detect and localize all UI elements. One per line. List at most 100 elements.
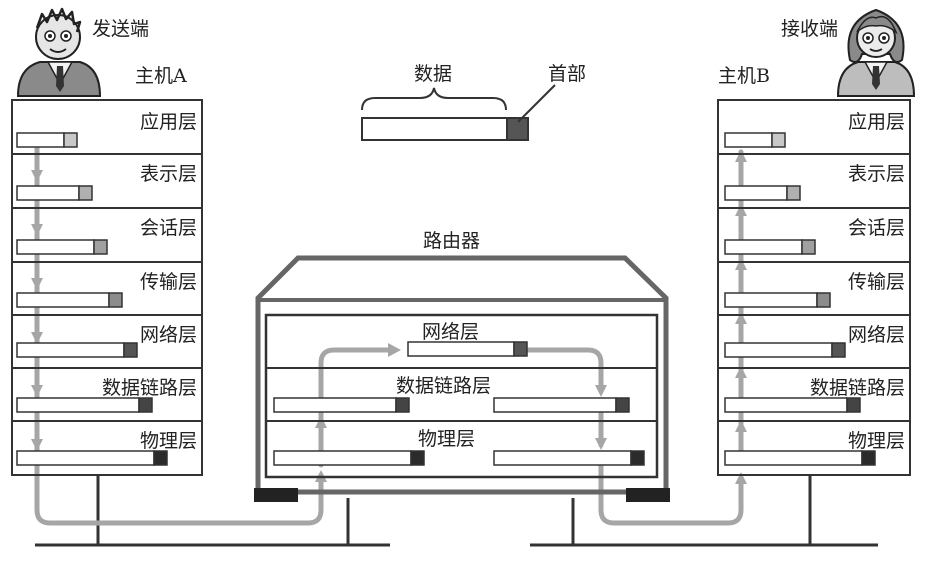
packet-a-5 (16, 342, 125, 358)
legend-header-box (506, 117, 529, 141)
arrow-a-5 (31, 385, 43, 397)
host-b-layer-label: 网络层 (848, 324, 905, 346)
host-b-name: 主机B (718, 65, 770, 87)
arrow-b-1 (735, 420, 747, 432)
flow-arrowheads (31, 150, 747, 484)
sender-pupil (48, 34, 52, 38)
packet-a-6-header (138, 397, 153, 413)
packet-b-7-header (861, 450, 876, 466)
legend-brace (361, 87, 507, 111)
packet-b-2 (724, 185, 788, 201)
arrow-r-down1 (595, 385, 607, 397)
packet-b-6 (724, 397, 848, 413)
receiver-caption: 接收端 (781, 18, 838, 40)
packet-b-5-header (831, 342, 846, 358)
router-layer-label: 物理层 (418, 428, 475, 450)
packet-a-5-header (123, 342, 138, 358)
sender-mouth (49, 48, 67, 53)
packet-a-4-header (108, 292, 123, 308)
host-a-frame (11, 99, 203, 476)
packet-b-4 (724, 292, 818, 308)
packet-a-4 (16, 292, 110, 308)
flow-router-to-b (598, 463, 744, 526)
router-layer-label: 网络层 (422, 321, 479, 343)
host-b-layer-label: 传输层 (848, 271, 905, 293)
packet-a-7-header (153, 450, 168, 466)
router-layer-label: 数据链路层 (396, 375, 491, 397)
arrow-a-3 (31, 278, 43, 290)
router: 路由器 网络层 数据链路层 物理层 (254, 230, 670, 502)
receiver-pupil (882, 36, 886, 40)
host-a-layer-label: 物理层 (140, 430, 197, 452)
router-packet-dl-out (493, 397, 617, 413)
legend-header-label: 首部 (548, 63, 586, 85)
packet-b-1-header (771, 132, 786, 148)
host-b: 应用层 表示层 会话层 传输层 网络层 数据链路层 物理层 主机B (717, 65, 911, 476)
packet-a-3 (16, 239, 95, 255)
arrow-b-2 (735, 366, 747, 378)
arrow-b-in (735, 472, 747, 484)
arrow-a-1 (31, 170, 43, 182)
legend-data-box (361, 117, 508, 141)
legend-header-pointer (517, 84, 556, 123)
host-a-layer-label: 传输层 (140, 271, 197, 293)
router-title: 路由器 (423, 230, 480, 252)
sender-person-icon (16, 7, 102, 97)
host-b-frame (717, 99, 911, 476)
flow-router-across (525, 347, 604, 393)
packet-b-1 (724, 132, 773, 148)
arrow-a-6 (31, 439, 43, 451)
host-b-layer-label: 表示层 (848, 163, 905, 185)
arrow-r-down2 (595, 438, 607, 450)
router-packet-net (407, 341, 515, 357)
host-b-layer-label: 会话层 (848, 217, 905, 239)
arrow-b-6 (735, 150, 747, 162)
host-a-layer-label: 网络层 (140, 324, 197, 346)
host-a-name: 主机A (135, 65, 187, 87)
legend-data-label: 数据 (414, 63, 452, 85)
router-packet-ph-in (273, 450, 412, 466)
host-a-layer-label: 数据链路层 (102, 377, 197, 399)
packet-b-2-header (786, 185, 801, 201)
receiver-person-icon (836, 8, 916, 97)
router-packet-ph-out (493, 450, 632, 466)
packet-a-6 (16, 397, 140, 413)
arrow-b-4 (735, 258, 747, 270)
packet-a-3-header (93, 239, 108, 255)
receiver-mouth (869, 48, 883, 52)
host-a-layer-label: 会话层 (140, 217, 197, 239)
flow-a-to-router (34, 462, 324, 526)
packet-a-1 (16, 132, 65, 148)
router-packet-net-header (513, 341, 528, 357)
receiver-fringe (856, 15, 898, 35)
packet-b-6-header (846, 397, 861, 413)
host-b-layer-label: 数据链路层 (810, 377, 905, 399)
host-b-layer-label: 应用层 (848, 111, 905, 133)
packet-a-1-header (63, 132, 78, 148)
router-port-left (254, 488, 298, 502)
packet-b-7 (724, 450, 863, 466)
host-a-layer-label: 应用层 (140, 111, 197, 133)
host-b-layer-label: 物理层 (848, 430, 905, 452)
router-packet-dl-in (273, 397, 397, 413)
sender-caption: 发送端 (92, 18, 149, 40)
router-packet-ph-out-header (630, 450, 645, 466)
arrow-r-right (388, 343, 401, 357)
packet-b-3 (724, 239, 803, 255)
arrow-b-5 (735, 204, 747, 216)
router-port-right (626, 488, 670, 502)
packet-a-7 (16, 450, 155, 466)
sender-tie (56, 66, 64, 92)
router-packet-ph-in-header (410, 450, 425, 466)
arrow-b-3 (735, 312, 747, 324)
router-packet-dl-in-header (395, 397, 410, 413)
packet-b-4-header (816, 292, 831, 308)
flow-router-up (318, 347, 393, 468)
arrow-a-4 (31, 332, 43, 344)
sender-hair (35, 7, 82, 33)
receiver-pupil (866, 36, 870, 40)
router-packet-dl-out-header (615, 397, 630, 413)
host-a-layer-label: 表示层 (140, 163, 197, 185)
network-cables (35, 475, 878, 547)
